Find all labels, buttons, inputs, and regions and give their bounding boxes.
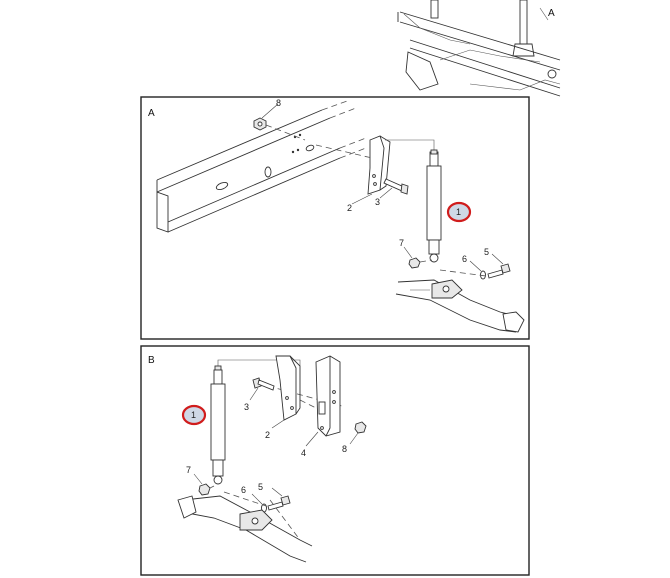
shock-absorber-1-b (210, 365, 226, 485)
highlight-callout-a-1: 1 (446, 201, 472, 223)
bolt-5-a: 5 (439, 247, 511, 279)
callout-b-8: 8 (342, 444, 347, 454)
callout-b-6: 6 (241, 485, 246, 495)
panel-a: A 8 (140, 96, 530, 340)
axle-a (395, 279, 525, 333)
bracket-4-b: 4 (301, 355, 341, 458)
callout-b-5: 5 (258, 482, 263, 492)
overview-view-label: A (548, 8, 555, 19)
overview-inset: A (397, 0, 561, 97)
bracket-2-a: 2 (347, 135, 391, 213)
panel-b-frame (140, 345, 530, 576)
nut-7-b: 7 (186, 465, 215, 496)
nut-8-a: 8 (253, 98, 306, 141)
highlight-callout-b-1: 1 (181, 404, 207, 426)
bracket-2-b: 2 (265, 355, 301, 440)
callout-b-4: 4 (301, 448, 306, 458)
bolt-3-b: 3 (244, 377, 275, 412)
callout-b-1: 1 (191, 410, 196, 420)
panel-b-label: B (148, 355, 155, 366)
callout-a-1: 1 (456, 207, 461, 217)
nut-7-a: 7 (399, 238, 433, 269)
callout-b-2: 2 (265, 430, 270, 440)
callout-a-5: 5 (484, 247, 489, 257)
callout-a-2: 2 (347, 203, 352, 213)
callout-a-6: 6 (462, 254, 467, 264)
axle-b (177, 495, 313, 563)
bolt-3-a: 3 (375, 178, 409, 207)
shock-absorber-1-a (426, 149, 442, 263)
callout-a-7: 7 (399, 238, 404, 248)
frame-rail (156, 99, 367, 233)
panel-a-frame (140, 96, 530, 340)
panel-a-label: A (148, 108, 155, 119)
bolt-5-b: 5 (223, 482, 291, 511)
callout-b-7: 7 (186, 465, 191, 475)
panel-b: B 1 3 2 (140, 345, 530, 576)
nut-8-b: 8 (342, 421, 367, 454)
callout-a-3: 3 (375, 197, 380, 207)
callout-a-8: 8 (276, 98, 281, 108)
callout-b-3: 3 (244, 402, 249, 412)
